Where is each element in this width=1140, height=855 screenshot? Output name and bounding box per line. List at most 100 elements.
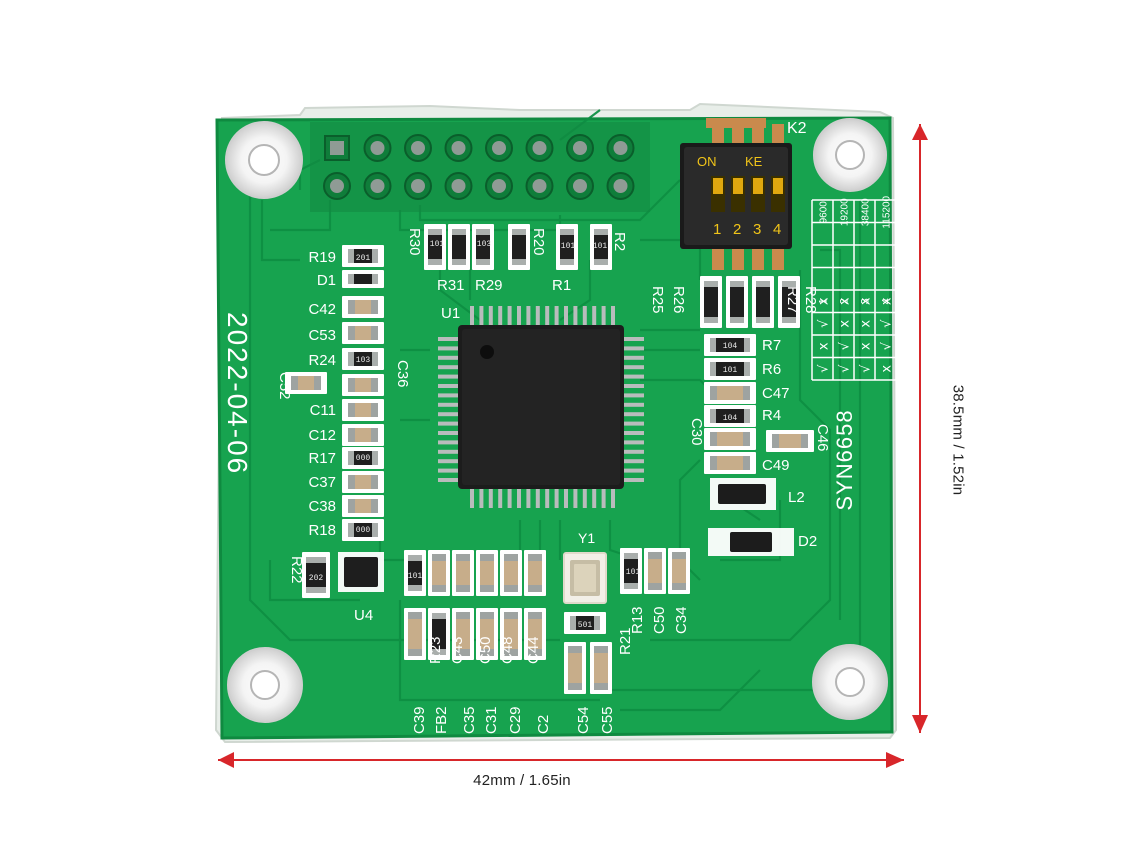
smd-capacitor <box>704 452 756 474</box>
chip-pin <box>438 412 459 417</box>
smd-resistor <box>726 276 748 328</box>
chip-pin <box>438 440 459 445</box>
header-pin <box>606 134 635 162</box>
dip-leg <box>752 246 764 270</box>
header-pin <box>324 135 350 161</box>
component-label: C52 <box>276 372 293 400</box>
chip-pin <box>507 306 512 326</box>
smd-resistor <box>428 608 450 660</box>
component-label: R29 <box>475 277 503 294</box>
chip-pin <box>438 459 459 464</box>
component-label: R13 <box>629 606 646 634</box>
dip-leg <box>752 124 764 146</box>
smd-capacitor <box>668 548 690 594</box>
component-label: C47 <box>762 385 790 402</box>
resistor-code: 101 <box>430 240 445 249</box>
smd-capacitor <box>452 550 474 596</box>
baud-position-header: 4 <box>881 298 893 304</box>
chip-pin <box>554 306 559 326</box>
chip-pin <box>623 374 644 379</box>
header-pin <box>525 172 554 200</box>
dip-leg <box>712 124 724 146</box>
header-pin <box>363 172 392 200</box>
resistor-code: 101 <box>593 242 608 251</box>
resistor-code: 104 <box>723 342 738 351</box>
component-label: C54 <box>575 706 592 734</box>
dip-leg <box>772 246 784 270</box>
header-pin <box>444 134 473 162</box>
chip-pin <box>623 365 644 370</box>
component-label: C34 <box>673 606 690 634</box>
component-label: C39 <box>411 706 428 734</box>
chip-pin <box>438 346 459 351</box>
chip-pin <box>438 337 459 341</box>
component-label: FB2 <box>433 706 450 734</box>
component-label: R20 <box>530 228 547 256</box>
resistor-code: 000 <box>356 454 371 463</box>
component-label: C37 <box>308 474 336 491</box>
baud-mark: √ <box>859 364 874 373</box>
component-label: R19 <box>308 249 336 266</box>
header-pin <box>485 134 513 162</box>
chip-pin <box>438 384 459 388</box>
chip-pin <box>535 306 540 326</box>
chip-pin <box>438 365 459 370</box>
smd-resistor <box>342 447 384 469</box>
chip-pin <box>592 306 597 326</box>
resistor-code: 202 <box>309 574 324 583</box>
chip-pin <box>623 449 644 454</box>
smd-resistor <box>778 276 800 328</box>
pin-header <box>310 122 650 212</box>
smd-capacitor <box>564 642 586 694</box>
baud-mark: √ <box>838 364 853 373</box>
chip-pin <box>479 306 484 326</box>
chip-label: U1 <box>441 305 460 322</box>
chip-pin <box>545 488 550 508</box>
baud-mark: √ <box>880 319 895 328</box>
component-label: C50 <box>651 606 668 634</box>
chip-pin <box>573 488 578 508</box>
component-label: C30 <box>688 418 705 446</box>
chip-pin <box>507 488 512 508</box>
chip-pin <box>479 488 484 508</box>
smd-resistor <box>472 224 494 270</box>
resistor-code: 103 <box>477 240 492 249</box>
baud-mark: x <box>817 297 832 305</box>
chip-pin <box>517 306 521 326</box>
baud-mark: x <box>880 365 895 373</box>
chip-pin <box>623 337 644 341</box>
component-label: C53 <box>308 327 336 344</box>
smd-resistor <box>424 224 446 270</box>
smd-capacitor <box>524 608 546 660</box>
baud-mark: √ <box>838 341 853 350</box>
component-label: C44 <box>525 636 542 664</box>
chip-pin <box>438 374 459 379</box>
resistor-code: 103 <box>356 356 371 365</box>
chip-pin <box>488 306 493 326</box>
smd-resistor <box>564 612 606 634</box>
baud-rate-header: 9600 <box>819 201 830 224</box>
smd-capacitor <box>428 550 450 596</box>
component-label: R26 <box>670 286 687 314</box>
component-label: R21 <box>617 627 634 655</box>
smd-capacitor <box>285 372 327 394</box>
smd-capacitor <box>524 550 546 596</box>
height-dimension-label: 38.5mm / 1.52in <box>949 384 967 496</box>
component-label: C2 <box>535 715 552 734</box>
dip-leg <box>732 124 744 146</box>
chip-pin <box>623 478 644 482</box>
component-label: R6 <box>762 361 781 378</box>
dip-switch-label: K2 <box>787 120 807 137</box>
baud-mark: √ <box>817 319 832 328</box>
baud-mark: x <box>880 297 895 305</box>
baud-mark: √ <box>880 341 895 350</box>
chip-pin <box>623 468 644 473</box>
component-label: L2 <box>788 489 805 506</box>
baud-mark: x <box>859 297 874 305</box>
smd-resistor <box>704 334 756 356</box>
chip-pin <box>564 488 568 508</box>
header-pin <box>606 172 635 200</box>
smd-capacitor <box>644 548 666 594</box>
component-label: R28 <box>802 286 819 314</box>
